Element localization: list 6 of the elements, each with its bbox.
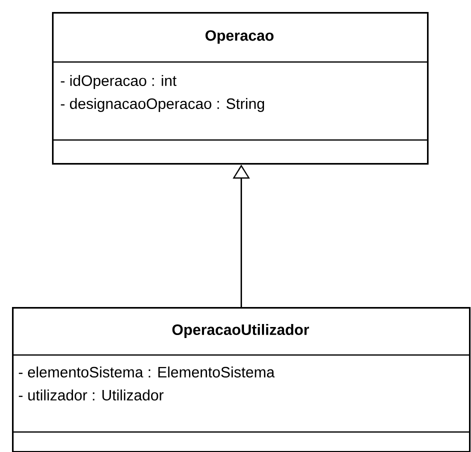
attribute-text: - designacaoOperacao : String	[60, 98, 264, 112]
attribute-text: - elementoSistema : ElementoSistema	[18, 366, 275, 378]
class-name: OperacaoUtilizador	[172, 324, 310, 338]
class-name: Operacao	[206, 30, 274, 44]
attribute-text: - utilizador : Utilizador	[18, 389, 164, 400]
attribute-text: - idOperacao : int	[60, 75, 177, 89]
